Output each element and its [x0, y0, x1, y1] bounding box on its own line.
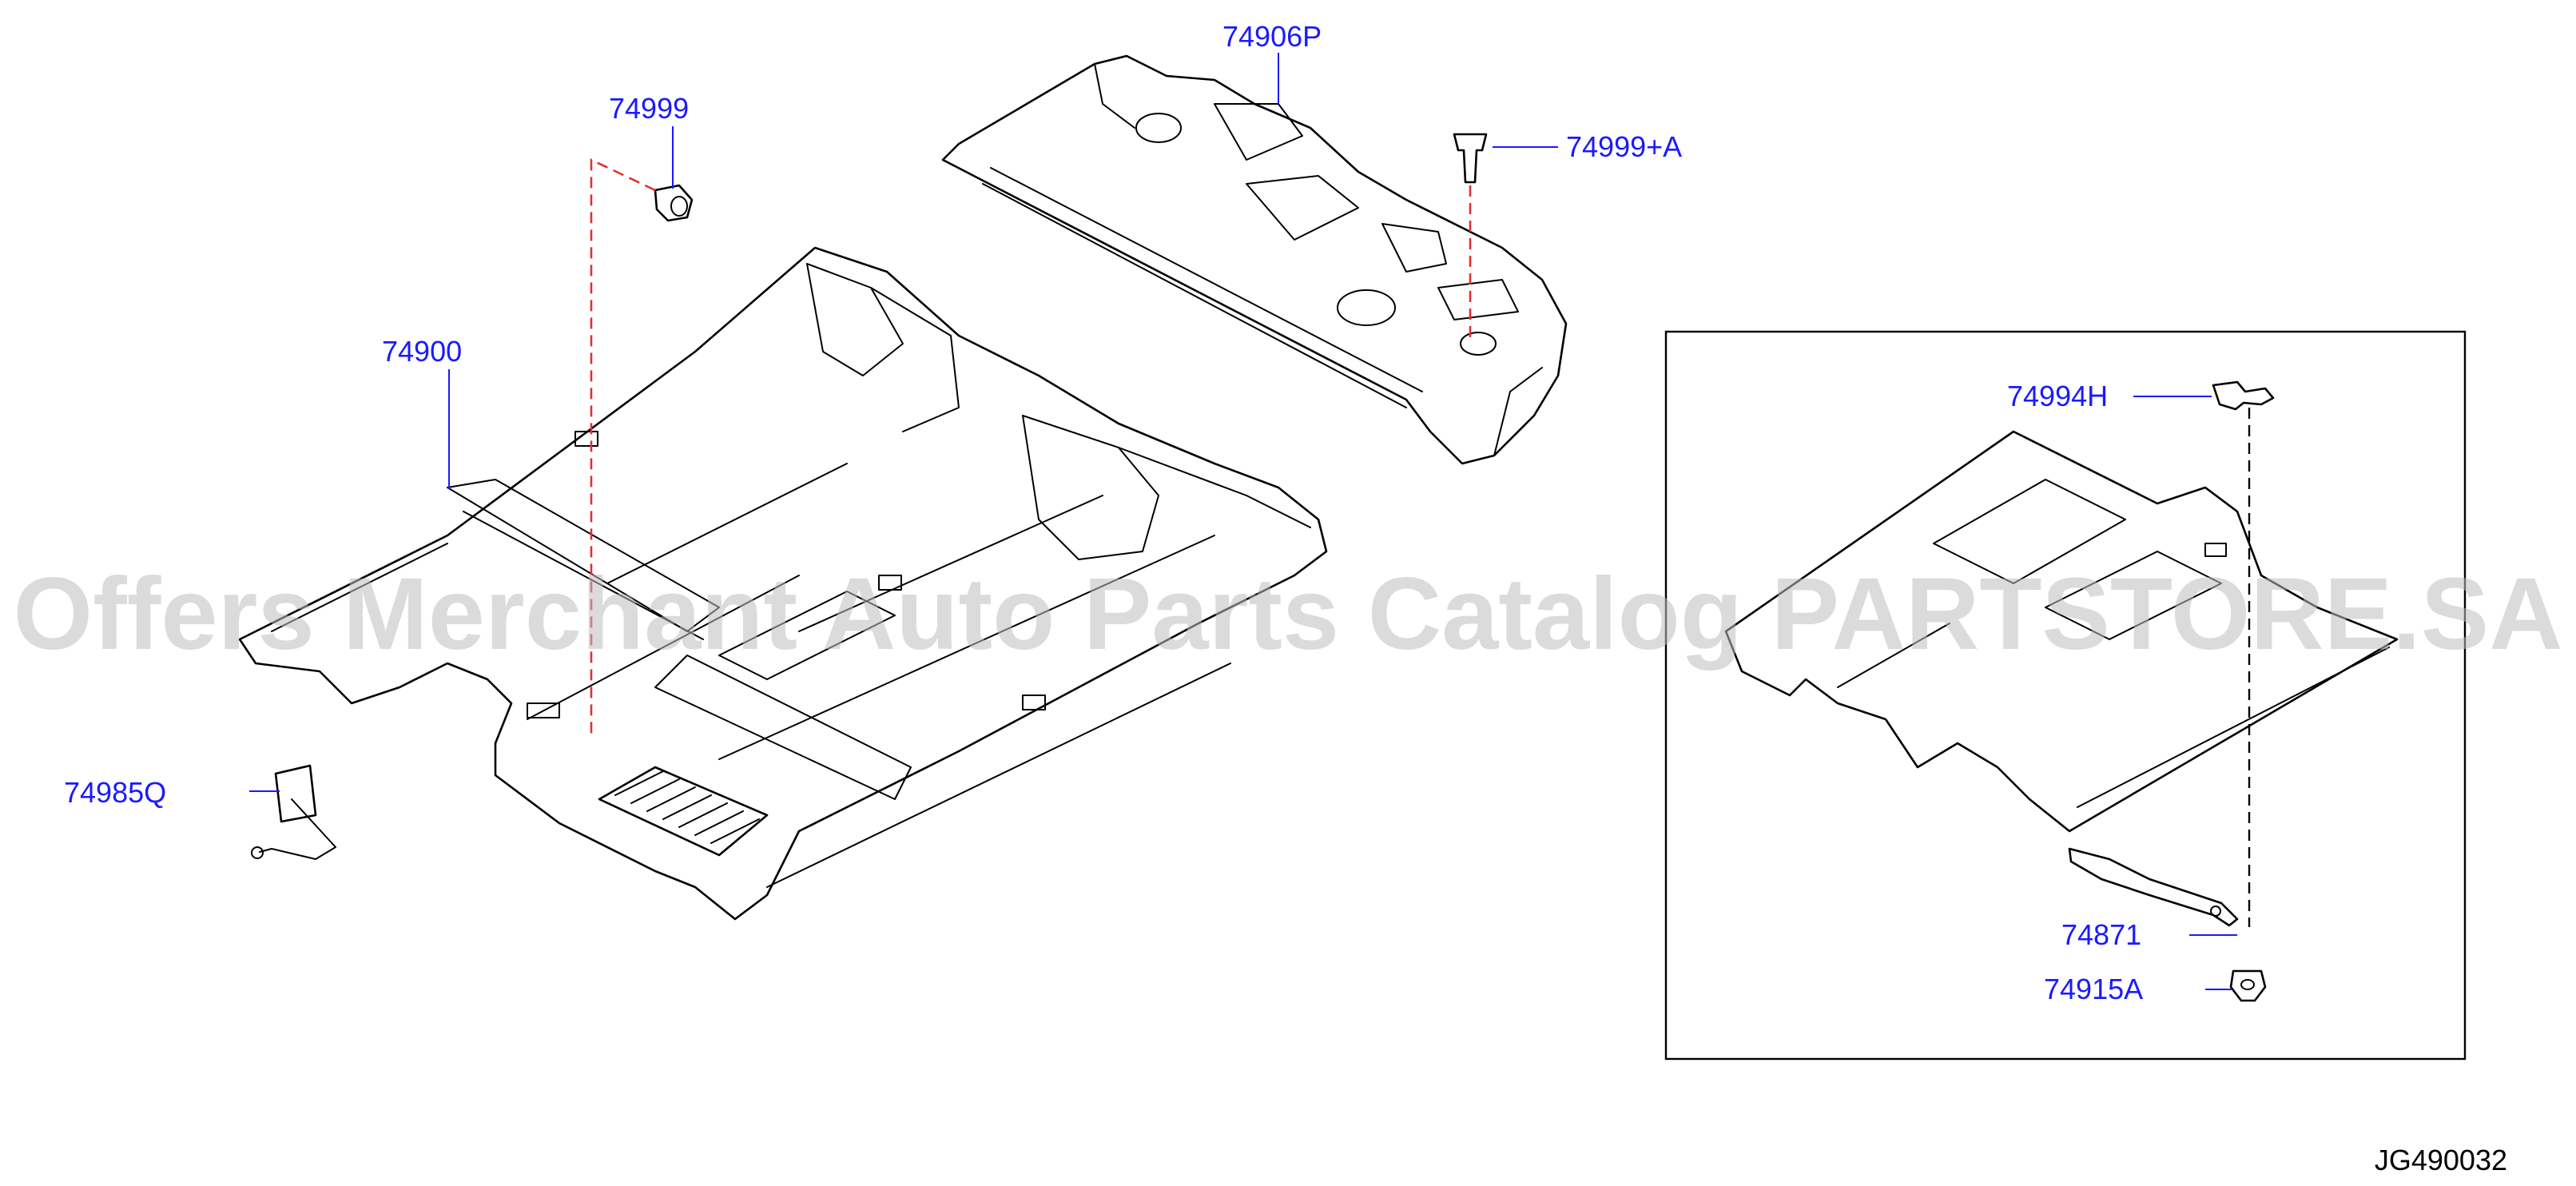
- watermark: Offers Merchant Auto Parts Catalog PARTS…: [14, 557, 2563, 671]
- front-carpet-74900[interactable]: [238, 246, 1328, 921]
- bracket-74985Q[interactable]: [251, 764, 336, 860]
- callout-label-74906P: 74906P: [1222, 20, 1322, 53]
- callout-74900[interactable]: 74900: [382, 335, 462, 489]
- clip-74994H[interactable]: [2212, 380, 2275, 411]
- callout-label-74994H: 74994H: [2007, 380, 2108, 412]
- inset-frame: [1664, 330, 2467, 1061]
- clip-74999[interactable]: [654, 184, 694, 222]
- callout-74915A[interactable]: 74915A: [2044, 973, 2232, 1005]
- callout-label-74900: 74900: [382, 335, 462, 368]
- callout-label-74871: 74871: [2061, 918, 2141, 951]
- callout-label-74999: 74999: [609, 92, 689, 125]
- clip-74915A[interactable]: [2229, 969, 2267, 1002]
- callout-label-74915A: 74915A: [2044, 973, 2143, 1005]
- diagram-code: JG490032: [2375, 1144, 2507, 1176]
- callout-74906P[interactable]: 74906P: [1222, 20, 1322, 104]
- callout-label-74999A: 74999+A: [1566, 130, 1682, 163]
- callout-74999A[interactable]: 74999+A: [1493, 130, 1682, 163]
- callout-74871[interactable]: 74871: [2061, 918, 2237, 951]
- callout-74994H[interactable]: 74994H: [2007, 380, 2212, 412]
- callout-label-74985Q: 74985Q: [64, 776, 166, 809]
- rear-carpet-74906P[interactable]: [941, 54, 1568, 465]
- inset-carpet[interactable]: [1724, 430, 2399, 833]
- bracket-74871[interactable]: [2068, 847, 2239, 927]
- clip-74999A[interactable]: [1453, 133, 1488, 184]
- dashed-leader-74999: [590, 157, 656, 735]
- callout-74999[interactable]: 74999: [609, 92, 689, 189]
- callout-74985Q[interactable]: 74985Q: [64, 776, 280, 809]
